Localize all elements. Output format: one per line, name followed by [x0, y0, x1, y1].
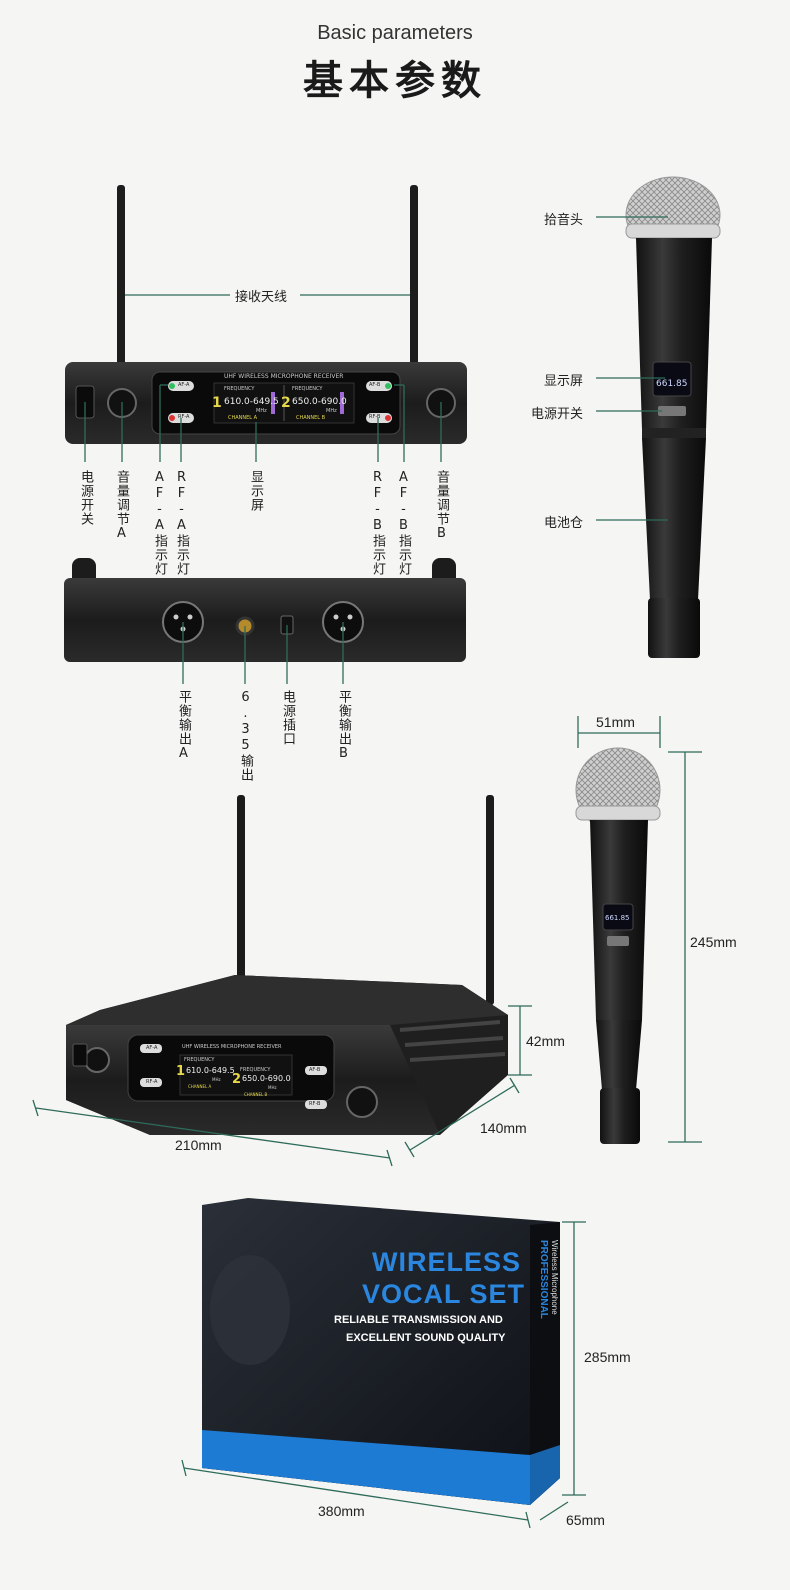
dim-recv-depth: 140mm: [480, 1120, 527, 1136]
front-freq-label-a: FREQUENCY: [224, 386, 255, 392]
front-leader-lines: [84, 294, 442, 462]
iso-btn-af-b: AF-B: [309, 1067, 321, 1073]
dim-mic-width: 51mm: [596, 714, 635, 730]
back-leader-lines: [182, 622, 344, 684]
label-volume-b: 音量调节B: [434, 470, 449, 542]
dim-recv-height: 42mm: [526, 1033, 565, 1049]
mic-screen-top: [652, 361, 692, 397]
mic-switch-top: [658, 406, 686, 416]
iso-channel-b: CHANNEL B: [244, 1092, 268, 1097]
dim-box-height: 285mm: [584, 1349, 631, 1365]
label-mic-switch: 电源开关: [531, 407, 584, 422]
label-rf-a: RF-A指示灯: [174, 470, 189, 576]
front-ch1-range: 610.0-649.5: [224, 397, 279, 407]
label-power-jack: 电源插口: [280, 690, 295, 746]
front-ch2-num: 2: [281, 395, 291, 411]
btn-af-b: AF-B: [369, 382, 381, 388]
label-af-a: AF-A指示灯: [152, 470, 167, 576]
antenna-left: [117, 185, 125, 365]
iso-channel-a: CHANNEL A: [188, 1084, 212, 1089]
iso-ch1-num: 1: [176, 1064, 186, 1079]
box-tag1: RELIABLE TRANSMISSION AND: [334, 1314, 503, 1326]
packaging-box: [202, 1198, 560, 1505]
front-screen-header: UHF WIRELESS MICROPHONE RECEIVER: [224, 373, 344, 380]
receiver-front: [65, 185, 467, 444]
iso-unit-a: MHz: [212, 1077, 221, 1082]
title-zh: 基本参数: [303, 58, 487, 104]
front-unit-b: MHz: [326, 408, 337, 414]
mic-screen-value-top: 661.85: [656, 379, 688, 389]
title-en: Basic parameters: [317, 22, 473, 44]
box-line2: VOCAL SET: [362, 1279, 526, 1309]
label-display: 显示屏: [248, 470, 263, 512]
box-side1: PROFESSIONAL: [538, 1240, 549, 1319]
iso-freq-label-b: FREQUENCY: [240, 1067, 271, 1073]
iso-freq-label-a: FREQUENCY: [184, 1057, 215, 1063]
receiver-back-body: [64, 578, 466, 662]
btn-rf-a: RF-A: [178, 414, 190, 420]
box-side2: Wireless Microphone: [550, 1240, 559, 1315]
antenna-right: [410, 185, 418, 365]
mic-dimension-lines: [577, 716, 702, 1143]
box-line1: WIRELESS: [372, 1247, 522, 1277]
dim-box-depth: 65mm: [566, 1512, 605, 1528]
front-ch1-num: 1: [212, 395, 222, 411]
box-tag2: EXCELLENT SOUND QUALITY: [346, 1332, 506, 1344]
label-mic-battery: 电池仓: [544, 516, 584, 531]
front-unit-a: MHz: [256, 408, 267, 414]
iso-btn-af-a: AF-A: [146, 1045, 158, 1051]
front-freq-label-b: FREQUENCY: [292, 386, 323, 392]
iso-ch2-num: 2: [232, 1072, 242, 1087]
label-volume-a: 音量调节A: [114, 470, 129, 542]
dim-mic-length: 245mm: [690, 934, 737, 950]
mic-leader-lines: [596, 216, 668, 521]
iso-ch2-range: 650.0-690.0: [242, 1074, 291, 1083]
label-balanced-b: 平衡输出B: [336, 690, 351, 762]
iso-btn-rf-b: RF-B: [309, 1101, 321, 1107]
iso-btn-rf-a: RF-A: [146, 1079, 158, 1085]
receiver-back: [64, 558, 466, 662]
mic-screen-value-dim: 661.85: [605, 914, 630, 922]
iso-ch1-range: 610.0-649.5: [186, 1066, 235, 1075]
dim-box-width: 380mm: [318, 1503, 365, 1519]
label-power-switch: 电源开关: [78, 470, 93, 526]
receiver-dimension-lines: [32, 1005, 532, 1167]
receiver-3d: [66, 795, 508, 1135]
label-mic-screen: 显示屏: [544, 374, 584, 389]
label-af-b: AF-B指示灯: [396, 470, 411, 576]
front-ch2-range: 650.0-690.0: [292, 397, 347, 407]
btn-af-a: AF-A: [178, 382, 190, 388]
label-rf-b: RF-B指示灯: [370, 470, 385, 576]
microphone-dimension: [575, 747, 661, 1144]
microphone-top: [625, 176, 721, 658]
front-channel-b: CHANNEL B: [296, 415, 326, 421]
label-out-635: 6.35输出: [238, 690, 253, 782]
dim-recv-width: 210mm: [175, 1137, 222, 1153]
iso-screen-header: UHF WIRELESS MICROPHONE RECEIVER: [182, 1044, 282, 1050]
front-channel-a: CHANNEL A: [228, 415, 258, 421]
box-dimension-lines: [181, 1221, 586, 1529]
btn-rf-b: RF-B: [369, 414, 381, 420]
label-mic-head: 拾音头: [544, 213, 584, 228]
iso-unit-b: MHz: [268, 1085, 277, 1090]
label-balanced-a: 平衡输出A: [176, 690, 191, 762]
label-antenna: 接收天线: [235, 290, 288, 305]
